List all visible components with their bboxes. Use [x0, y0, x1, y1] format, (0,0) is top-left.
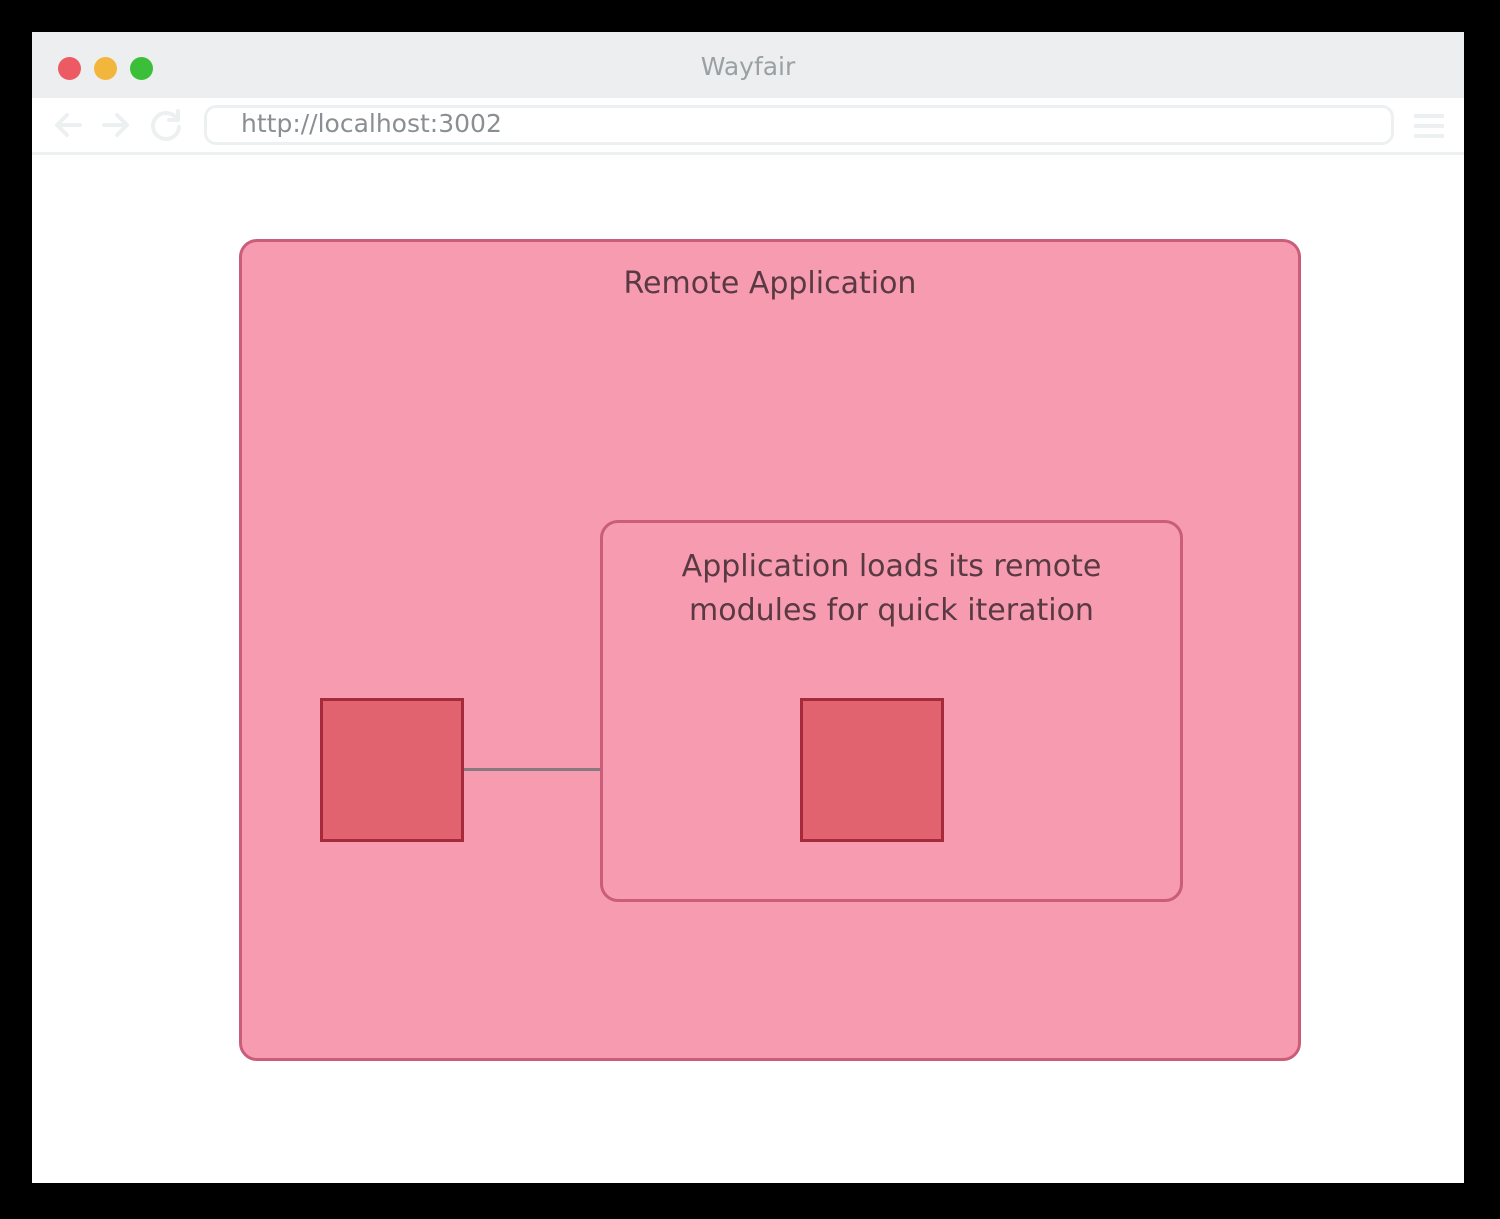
arrow-right-icon[interactable]	[96, 106, 134, 144]
minimize-window-button[interactable]	[94, 57, 117, 80]
close-window-button[interactable]	[58, 57, 81, 80]
window-title: Wayfair	[700, 52, 796, 81]
address-bar[interactable]: http://localhost:3002	[204, 105, 1394, 145]
remote-module-block	[800, 698, 944, 842]
arrow-left-icon[interactable]	[50, 106, 88, 144]
remote-application-container: Remote Application Application loads its…	[239, 239, 1301, 1061]
remote-modules-caption-line-2: modules for quick iteration	[689, 593, 1094, 628]
hamburger-menu-icon[interactable]	[1412, 110, 1446, 142]
reload-icon[interactable]	[147, 106, 185, 144]
maximize-window-button[interactable]	[130, 57, 153, 80]
browser-window: Wayfair http://localhost:3002	[32, 32, 1464, 1183]
host-module-block	[320, 698, 464, 842]
browser-toolbar: http://localhost:3002	[32, 98, 1464, 155]
remote-modules-container: Application loads its remote modules for…	[600, 520, 1183, 902]
url-text: http://localhost:3002	[241, 109, 502, 138]
title-bar: Wayfair	[32, 32, 1464, 98]
remote-modules-caption: Application loads its remote modules for…	[603, 545, 1180, 633]
remote-application-title: Remote Application	[623, 266, 917, 301]
remote-modules-caption-line-1: Application loads its remote	[681, 549, 1102, 584]
